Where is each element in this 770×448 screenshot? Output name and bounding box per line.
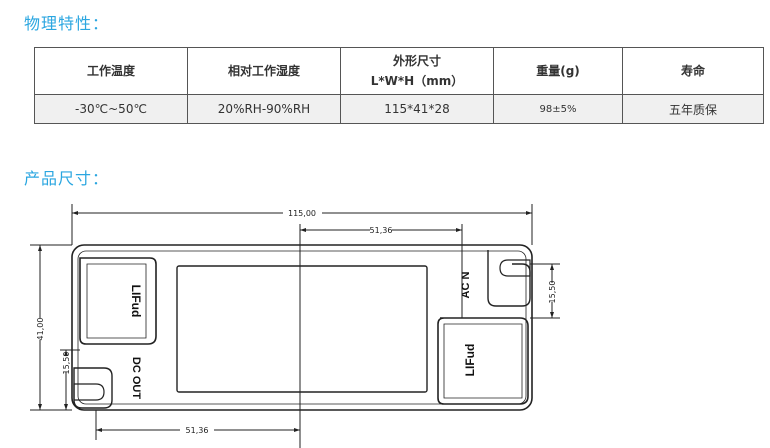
section-title-dimensions: 产品尺寸： — [24, 169, 110, 188]
cell-humidity: 20%RH-90%RH — [187, 94, 341, 124]
right-connector-block — [437, 317, 529, 405]
logo-left: LIFud — [129, 285, 143, 318]
right-mount-slot — [499, 259, 531, 277]
dim-text-length: 115,00 — [288, 209, 316, 218]
dim-text-left-small: 15,50 — [62, 352, 71, 375]
right-mount-tab — [487, 250, 531, 307]
left-connector-block — [79, 257, 157, 345]
cell-dimensions: 115*41*28 — [340, 94, 494, 124]
arrow — [550, 312, 554, 318]
arrow — [300, 228, 306, 232]
header-humidity: 相对工作湿度 — [187, 47, 341, 95]
arrow — [72, 211, 78, 215]
cell-operating-temp: -30℃~50℃ — [34, 94, 188, 124]
arrow — [96, 428, 102, 432]
right-connector-inner — [443, 323, 523, 399]
header-lifetime: 寿命 — [622, 47, 764, 95]
left-mount-slot — [73, 383, 105, 401]
cell-weight: 98±5% — [493, 94, 623, 124]
arrow — [38, 245, 42, 251]
label-window — [176, 265, 428, 393]
housing-inner-outline — [77, 250, 527, 405]
dim-text-top-inner: 51,36 — [370, 226, 393, 235]
cell-lifetime: 五年质保 — [622, 94, 764, 124]
arrow — [294, 428, 300, 432]
arrow — [550, 264, 554, 270]
arrow — [456, 228, 462, 232]
label-dc-output: DC OUT — [130, 357, 142, 399]
header-dimensions-sub: L*W*H（mm） — [370, 74, 464, 88]
left-connector-inner — [86, 263, 147, 339]
table-row: -30℃~50℃ 20%RH-90%RH 115*41*28 98±5% 五年质… — [34, 94, 764, 124]
dim-text-bottom-inner: 51,36 — [186, 426, 209, 435]
dim-text-right-small: 15,50 — [548, 281, 557, 304]
header-weight: 重量(g) — [493, 47, 623, 95]
left-mount-tab — [73, 367, 113, 409]
arrow — [526, 211, 532, 215]
dim-text-height: 41,00 — [36, 318, 45, 341]
arrow — [38, 404, 42, 410]
housing-outline — [71, 244, 533, 411]
arrow — [64, 404, 68, 410]
logo-right: LIFud — [463, 344, 477, 377]
header-dimensions-label: 外形尺寸 — [392, 54, 441, 68]
header-dimensions: 外形尺寸 L*W*H（mm） — [340, 47, 494, 95]
table-header-row: 工作温度 相对工作湿度 外形尺寸 L*W*H（mm） 重量(g) 寿命 — [34, 47, 764, 95]
label-ac-input: AC N — [460, 272, 472, 299]
section-title-physical: 物理特性： — [24, 14, 110, 33]
arrow — [64, 350, 68, 356]
spec-table: 工作温度 相对工作湿度 外形尺寸 L*W*H（mm） 重量(g) 寿命 -30℃… — [34, 47, 764, 124]
